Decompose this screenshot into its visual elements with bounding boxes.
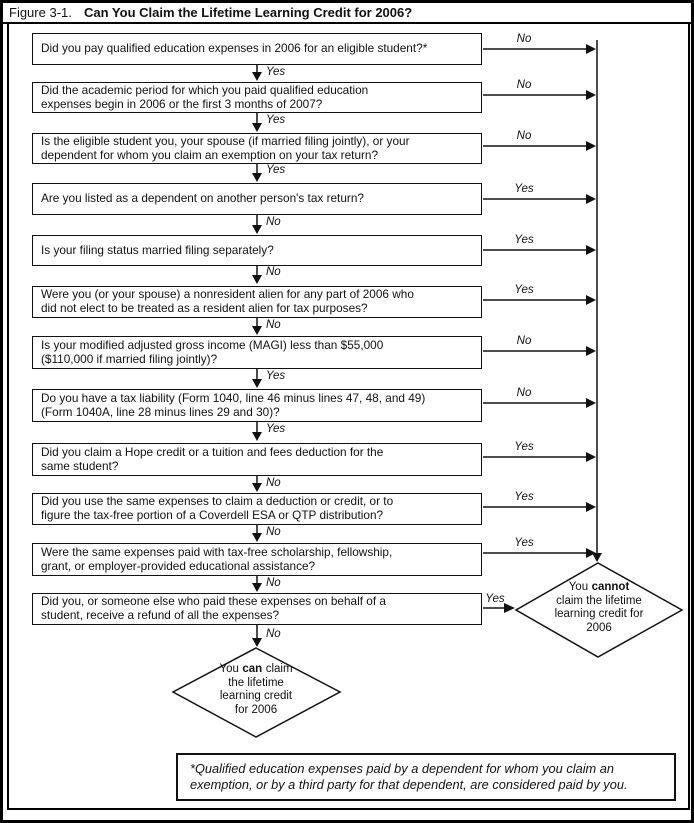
- question-box-9: Did you claim a Hope credit or a tuition…: [32, 443, 482, 476]
- question-box-6: Were you (or your spouse) a nonresident …: [32, 286, 482, 318]
- down-arrow-label-10: No: [266, 526, 281, 538]
- down-arrow-label-1: Yes: [266, 66, 286, 78]
- question-box-5: Is your filing status married filing sep…: [32, 235, 482, 266]
- outcome-line: for 2006: [234, 703, 278, 716]
- question-box-11: Were the same expenses paid with tax-fre…: [32, 543, 482, 576]
- question-box-10: Did you use the same expenses to claim a…: [32, 493, 482, 525]
- question-text: Is your filing status married filing sep…: [41, 242, 274, 257]
- side-arrow-label-2: No: [516, 79, 532, 91]
- down-arrow-label-12: No: [266, 628, 281, 640]
- question-text: Did you claim a Hope credit or a tuition…: [41, 444, 384, 459]
- down-arrow-label-5: No: [266, 266, 281, 278]
- question-text: did not elect to be treated as a residen…: [41, 301, 368, 315]
- question-box-1: Did you pay qualified education expenses…: [32, 33, 482, 65]
- question-text: Did you, or someone else who paid these …: [41, 594, 386, 609]
- side-arrow-label-11: Yes: [514, 537, 534, 549]
- outcome-line: claim the lifetime: [556, 594, 642, 607]
- question-box-3: Is the eligible student you, your spouse…: [32, 133, 482, 164]
- side-arrow-label-7: No: [516, 335, 532, 347]
- question-text: Did you pay qualified education expenses…: [41, 41, 428, 56]
- figure-label: Figure 3-1.: [9, 5, 72, 20]
- down-arrows: [252, 65, 262, 647]
- down-arrow-label-9: No: [266, 477, 281, 489]
- footnote-line: exemption, or by a third party for that …: [190, 777, 628, 792]
- down-arrow-label-7: Yes: [266, 370, 286, 382]
- question-text: Were the same expenses paid with tax-fre…: [41, 544, 393, 559]
- side-arrow-label-9: Yes: [514, 441, 534, 453]
- side-arrow-label-6: Yes: [514, 284, 534, 296]
- outcome-diamonds: [171, 562, 684, 738]
- question-text: ($110,000 if married filing jointly)?: [41, 351, 218, 366]
- question-box-8: Do you have a tax liability (Form 1040, …: [32, 389, 482, 422]
- question-text: student, receive a refund of all the exp…: [41, 608, 280, 622]
- side-arrow-label-3: No: [516, 130, 532, 142]
- question-box-2: Did the academic period for which you pa…: [32, 82, 482, 113]
- question-box-7: Is your modified adjusted gross income (…: [32, 336, 482, 369]
- cannot-diamond-shape: [514, 562, 684, 658]
- question-text: Were you (or your spouse) a nonresident …: [41, 287, 414, 302]
- question-text: Did you use the same expenses to claim a…: [41, 494, 394, 509]
- question-box-4: Are you listed as a dependent on another…: [32, 183, 482, 215]
- question-text: (Form 1040A, line 28 minus lines 29 and …: [41, 404, 280, 419]
- right-rail-line: [592, 40, 602, 562]
- question-text: figure the tax-free portion of a Coverde…: [41, 508, 384, 522]
- question-box-12: Did you, or someone else who paid these …: [32, 593, 482, 625]
- figure-title: Can You Claim the Lifetime Learning Cred…: [84, 5, 413, 20]
- footnote-box: *Qualified education expenses paid by a …: [176, 753, 676, 801]
- outcome-line: learning credit for: [554, 608, 644, 620]
- down-arrow-label-3: Yes: [266, 164, 286, 176]
- question-text: expenses begin in 2006 or the first 3 mo…: [41, 96, 323, 111]
- down-arrow-label-2: Yes: [266, 114, 286, 126]
- title-divider: [0, 22, 694, 24]
- question-text: Do you have a tax liability (Form 1040, …: [41, 390, 426, 405]
- flowchart-area-border: [7, 24, 690, 810]
- outcome-line: the lifetime: [228, 676, 284, 689]
- footnote-line: *Qualified education expenses paid by a …: [190, 761, 614, 776]
- question-text: Is your modified adjusted gross income (…: [41, 337, 384, 352]
- outcome-line: learning credit: [219, 690, 293, 702]
- down-arrow-label-11: No: [266, 577, 281, 589]
- question-text: dependent for whom you claim an exemptio…: [41, 147, 379, 162]
- down-arrow-label-4: No: [266, 216, 281, 228]
- down-arrow-label-6: No: [266, 319, 281, 331]
- can-diamond-shape: [171, 647, 342, 738]
- side-arrow-label-1: No: [516, 33, 532, 45]
- question-text: Is the eligible student you, your spouse…: [41, 133, 410, 148]
- side-arrows: [483, 44, 596, 613]
- side-arrow-label-5: Yes: [514, 234, 534, 246]
- outcome-line: 2006: [586, 621, 612, 634]
- question-text: Are you listed as a dependent on another…: [41, 191, 364, 206]
- side-arrow-label-10: Yes: [514, 491, 534, 503]
- side-arrow-label-12: Yes: [485, 593, 505, 605]
- question-text: Did the academic period for which you pa…: [41, 82, 369, 97]
- question-text: grant, or employer-provided educational …: [41, 558, 316, 573]
- side-arrow-label-4: Yes: [514, 183, 534, 195]
- question-text: same student?: [41, 458, 119, 473]
- down-arrow-label-8: Yes: [266, 423, 286, 435]
- side-arrow-label-8: No: [516, 387, 532, 399]
